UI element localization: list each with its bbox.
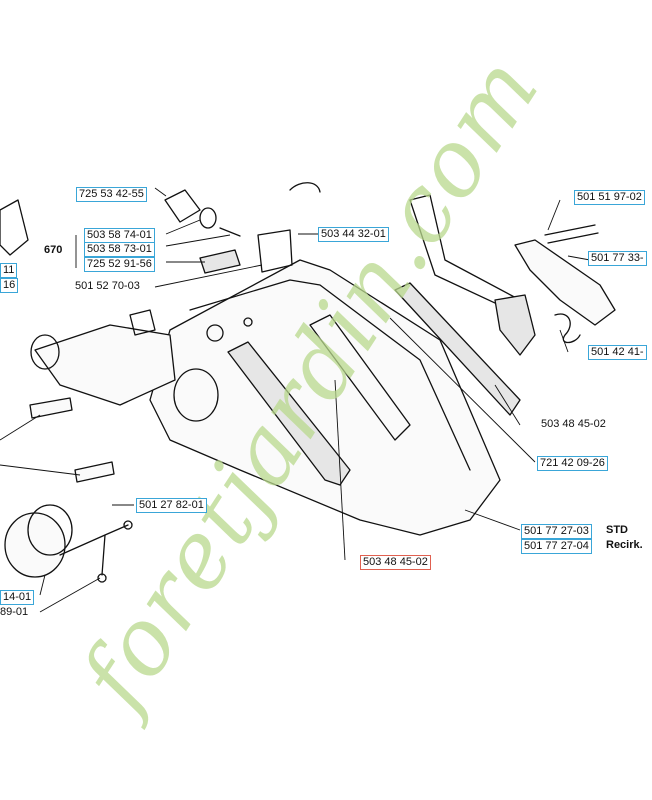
label-501-77-27-03[interactable]: 501 77 27-03 <box>521 524 592 539</box>
label-16[interactable]: 16 <box>0 278 19 293</box>
tank-filler-opening <box>173 368 219 422</box>
housing-slot <box>309 314 411 441</box>
label-670: 670 <box>44 244 63 256</box>
arm-end-opening <box>30 334 60 370</box>
label-503-44-32-01[interactable]: 503 44 32-01 <box>318 227 389 242</box>
label-501-42-41[interactable]: 501 42 41- <box>588 345 647 360</box>
housing-small-hole <box>243 317 253 327</box>
label-501-52-70-03: 501 52 70-03 <box>75 280 140 292</box>
washer <box>199 207 217 229</box>
plug-knob <box>129 309 156 336</box>
label-501-77-33[interactable]: 501 77 33- <box>588 251 647 266</box>
filter-cap <box>199 249 241 274</box>
bolt <box>219 227 241 237</box>
label-725-53-42-55[interactable]: 725 53 42-55 <box>76 187 147 202</box>
label-11[interactable]: 11 <box>0 263 18 278</box>
fuel-cap-body <box>4 512 66 578</box>
label-725-52-91-56[interactable]: 725 52 91-56 <box>84 257 155 272</box>
stud-left-1 <box>29 397 73 419</box>
throttle-trigger <box>494 294 536 356</box>
stud-left-2 <box>74 461 115 483</box>
label-501-51-97-02[interactable]: 501 51 97-02 <box>574 190 645 205</box>
strap-ring-bottom <box>97 573 107 583</box>
tank-housing-arm <box>34 324 176 406</box>
fuel-cap-seal <box>27 504 73 556</box>
side-strip <box>394 282 521 416</box>
pins <box>544 224 599 244</box>
throttle-spring <box>554 313 581 344</box>
vent-valve <box>257 229 293 273</box>
label-503-48-45-02-strip: 503 48 45-02 <box>541 418 606 430</box>
label-721-42-09-26[interactable]: 721 42 09-26 <box>537 456 608 471</box>
hose-clip <box>289 182 321 193</box>
tank-housing <box>149 259 501 536</box>
label-503-48-45-02-grip[interactable]: 503 48 45-02 <box>360 555 431 570</box>
tank-housing-top-ridge <box>189 279 471 471</box>
label-503-58-73-01[interactable]: 503 58 73-01 <box>84 242 155 257</box>
fuel-cap-strap <box>59 524 129 576</box>
vibration-damper-left <box>0 199 29 256</box>
label-503-58-74-01[interactable]: 503 58 74-01 <box>84 228 155 243</box>
spring-sleeve <box>164 189 201 223</box>
housing-bolt-hole <box>206 324 224 342</box>
label-501-77-27-04[interactable]: 501 77 27-04 <box>521 539 592 554</box>
label-std: STD <box>606 524 628 536</box>
label-recirk: Recirk. <box>606 539 643 551</box>
throttle-lever <box>514 239 616 326</box>
strap-ring-top <box>123 520 133 530</box>
label-501-27-82-01[interactable]: 501 27 82-01 <box>136 498 207 513</box>
label-89-01: 89-01 <box>0 606 29 618</box>
grip-pad <box>227 341 351 486</box>
label-14-01[interactable]: 14-01 <box>0 590 35 605</box>
